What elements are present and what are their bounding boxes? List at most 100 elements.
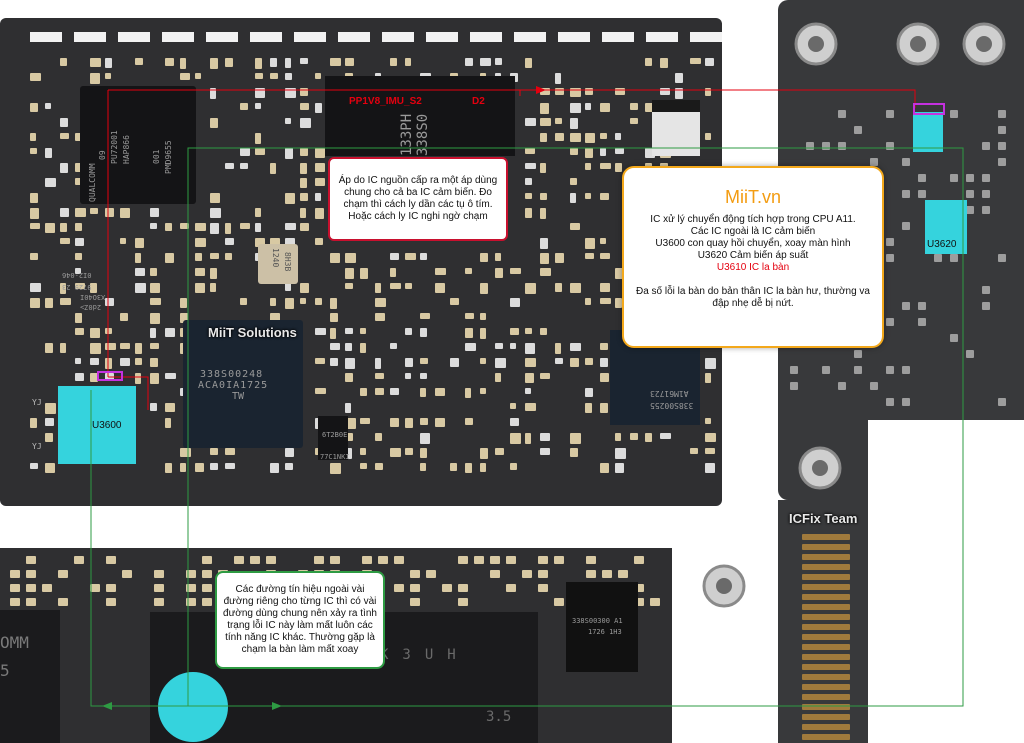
component-pad (390, 448, 401, 457)
connector-pin (802, 604, 850, 610)
arrow-right (272, 702, 282, 710)
component-pad (135, 373, 141, 384)
component-pad (465, 328, 473, 338)
component-pad (30, 298, 40, 308)
component-pad (330, 556, 340, 564)
component-pad (60, 238, 70, 244)
component-pad (315, 103, 322, 113)
component-pad (42, 584, 52, 592)
component-pad (345, 253, 356, 263)
component-pad (458, 584, 468, 592)
component-pad (450, 463, 457, 471)
component-pad (600, 283, 610, 292)
component-pad (618, 570, 628, 578)
component-pad (525, 403, 536, 411)
component-pad (600, 463, 609, 473)
component-pad (300, 223, 309, 231)
edge-tab (206, 32, 238, 42)
component-pad (570, 103, 581, 113)
component-pad (75, 178, 81, 185)
component-pad (90, 328, 100, 338)
component-pad (902, 366, 910, 374)
component-pad (90, 283, 97, 293)
component-pad (615, 148, 624, 154)
component-pad (60, 208, 69, 217)
component-pad (600, 403, 608, 413)
component-pad (490, 570, 500, 578)
component-pad (225, 58, 233, 67)
component-pad (660, 433, 671, 439)
component-pad (705, 433, 716, 442)
component-pad (150, 343, 159, 349)
component-pad (210, 283, 216, 292)
component-pad (465, 463, 472, 473)
component-pad (870, 382, 878, 390)
component-pad (465, 268, 472, 274)
component-pad (90, 373, 98, 382)
red-arrow (536, 86, 546, 94)
component-pad (345, 283, 353, 289)
component-pad (60, 283, 66, 294)
component-pad (982, 142, 990, 150)
component-pad (210, 118, 218, 128)
component-pad (480, 448, 488, 459)
component-pad (495, 58, 502, 65)
purple-capacitor-1 (913, 103, 945, 115)
connector-pin (802, 594, 850, 600)
component-pad (540, 373, 550, 379)
component-pad (435, 283, 445, 293)
edge-tab (470, 32, 502, 42)
component-pad (285, 223, 296, 230)
component-pad (540, 163, 546, 173)
component-pad (838, 382, 846, 390)
component-pad (950, 174, 958, 182)
component-pad (510, 268, 521, 274)
component-pad (345, 58, 354, 66)
component-pad (75, 238, 84, 246)
component-pad (998, 254, 1006, 262)
component-pad (538, 556, 548, 564)
component-pad (195, 463, 204, 472)
component-pad (966, 350, 974, 358)
component-pad (495, 253, 501, 261)
component-pad (854, 350, 862, 358)
component-pad (330, 298, 337, 309)
component-pad (525, 343, 535, 354)
component-pad (705, 448, 715, 454)
component-pad (360, 448, 366, 455)
component-pad (660, 58, 668, 68)
component-pad (105, 58, 112, 68)
component-pad (918, 302, 926, 310)
note-line-4: U3620 Cảm biến áp suất (697, 250, 809, 261)
component-pad (570, 133, 581, 142)
component-pad (600, 148, 606, 156)
component-pad (390, 58, 397, 66)
component-pad (285, 448, 294, 457)
qualcomm-pmic-chip (80, 86, 196, 204)
main-chip-marking-1: 338S00248 (200, 369, 264, 380)
main-chip-marking-2: ACA0IA1725 (198, 380, 269, 391)
component-pad (210, 253, 219, 259)
main-processor-chip (183, 320, 303, 448)
component-pad (886, 398, 894, 406)
bottom-left-marking-2: 5 (0, 661, 10, 680)
component-pad (390, 388, 399, 395)
component-pad (255, 73, 263, 79)
component-pad (585, 133, 595, 143)
component-pad (345, 343, 352, 351)
component-pad (300, 193, 308, 201)
component-pad (902, 190, 910, 198)
component-pad (120, 358, 130, 366)
connector-pin (802, 664, 850, 670)
component-pad (540, 253, 549, 264)
component-pad (540, 193, 547, 200)
component-pad (966, 190, 974, 198)
component-pad (902, 222, 910, 230)
component-pad (525, 373, 534, 383)
bottom-mid-marking-1: K3UH (380, 647, 470, 663)
component-pad (202, 570, 212, 578)
component-pad (210, 208, 221, 218)
component-pad (525, 283, 536, 294)
connector-pin (802, 724, 850, 730)
